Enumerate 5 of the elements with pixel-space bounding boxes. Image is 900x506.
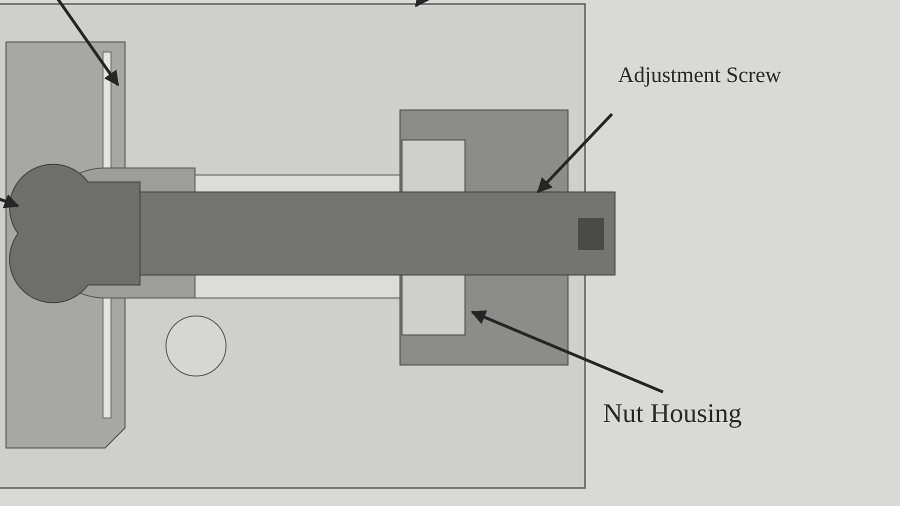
leader-line — [470, 310, 664, 394]
part-label: Nut Housing — [603, 398, 833, 430]
arrow — [414, 0, 430, 8]
leader-line — [536, 112, 614, 194]
part-label: Adjustment Screw — [618, 62, 818, 88]
